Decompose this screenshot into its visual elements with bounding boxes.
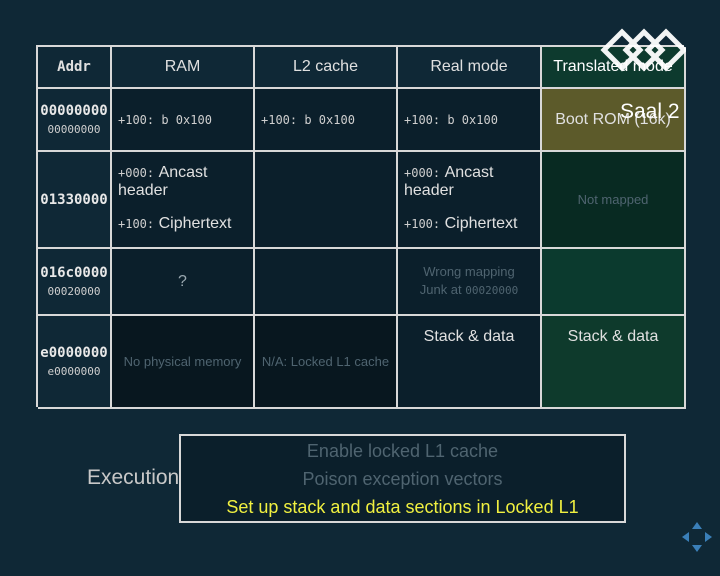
offset: +000: bbox=[118, 166, 155, 180]
ram-line-header: +000: Ancast header bbox=[118, 164, 247, 200]
header-real-mode: Real mode bbox=[398, 47, 542, 89]
header-addr: Addr bbox=[38, 47, 112, 89]
ram-cell-row4: No physical memory bbox=[112, 316, 255, 409]
no-physical-memory-label: No physical memory bbox=[123, 353, 242, 369]
l2-value: +100: b 0x100 bbox=[261, 112, 355, 127]
ram-cell-row2: +000: Ancast header +100: Ciphertext bbox=[112, 152, 255, 249]
offset: +100: bbox=[118, 217, 155, 231]
logo-text: Saal 2 bbox=[620, 100, 680, 123]
real-cell-row1: +100: b 0x100 bbox=[398, 89, 542, 152]
stack-data-label: Stack & data bbox=[423, 328, 515, 345]
execution-step: Poison exception vectors bbox=[302, 468, 503, 489]
unknown-value: ? bbox=[178, 272, 187, 290]
real-value: +100: b 0x100 bbox=[404, 112, 498, 127]
junk-addr: 00020000 bbox=[465, 284, 519, 297]
execution-label: Execution: bbox=[87, 466, 186, 489]
locked-l1-label: N/A: Locked L1 cache bbox=[261, 353, 390, 369]
real-cell-row2: +000: Ancast header +100: Ciphertext bbox=[398, 152, 542, 249]
ram-line-ciphertext: +100: Ciphertext bbox=[118, 215, 232, 233]
l2-cell-row4: N/A: Locked L1 cache bbox=[255, 316, 398, 409]
not-mapped-label: Not mapped bbox=[577, 191, 649, 207]
addr-cell-row2: 01330000 bbox=[38, 152, 112, 249]
real-ciphertext: Ciphertext bbox=[444, 215, 518, 232]
execution-steps-box: Enable locked L1 cache Poison exception … bbox=[179, 434, 626, 523]
execution-step-current: Set up stack and data sections in Locked… bbox=[226, 496, 579, 517]
stack-data-label: Stack & data bbox=[567, 328, 659, 345]
addr-physical: 00000000 bbox=[47, 123, 101, 136]
header-ram: RAM bbox=[112, 47, 255, 89]
real-cell-row4: Stack & data bbox=[398, 316, 542, 409]
real-ancast-header: Ancast header bbox=[404, 164, 494, 199]
junk-text: Junk at bbox=[419, 282, 462, 297]
header-l2-cache: L2 cache bbox=[255, 47, 398, 89]
offset: +000: bbox=[404, 166, 441, 180]
ram-cell-row3: ? bbox=[112, 249, 255, 316]
addr-physical: 00020000 bbox=[47, 285, 101, 298]
boot-rom-label: Boot ROM (16k) bbox=[555, 110, 671, 128]
l2-cell-row2 bbox=[255, 152, 398, 249]
header-translated-mode: Translated mode bbox=[542, 47, 686, 89]
memory-map-table: Addr RAM L2 cache Real mode Translated m… bbox=[36, 45, 686, 409]
offset: +100: bbox=[404, 217, 441, 231]
translated-cell-row4: Stack & data bbox=[542, 316, 686, 409]
translated-cell-row1: Boot ROM (16k) bbox=[542, 89, 686, 152]
conference-logo-icon bbox=[600, 28, 686, 72]
translated-cell-row2: Not mapped bbox=[542, 152, 686, 249]
execution-step: Enable locked L1 cache bbox=[306, 440, 499, 461]
junk-line: Junk at 00020000 bbox=[420, 281, 519, 300]
addr-physical: e0000000 bbox=[47, 365, 101, 378]
addr-virtual: 01330000 bbox=[40, 191, 108, 208]
real-line-header: +000: Ancast header bbox=[404, 164, 534, 200]
addr-virtual: 00000000 bbox=[40, 103, 108, 119]
slide-navigation-icon[interactable] bbox=[680, 520, 714, 554]
addr-cell-row4: e0000000 e0000000 bbox=[38, 316, 112, 409]
real-cell-row3: Wrong mapping Junk at 00020000 bbox=[398, 249, 542, 316]
real-line-ciphertext: +100: Ciphertext bbox=[404, 215, 518, 233]
l2-cell-row3 bbox=[255, 249, 398, 316]
addr-cell-row3: 016c0000 00020000 bbox=[38, 249, 112, 316]
addr-cell-row1: 00000000 00000000 bbox=[38, 89, 112, 152]
wrong-mapping-text: Wrong mapping bbox=[423, 264, 515, 279]
ram-ancast-header: Ancast header bbox=[118, 164, 208, 199]
l2-cell-row1: +100: b 0x100 bbox=[255, 89, 398, 152]
ram-ciphertext: Ciphertext bbox=[158, 215, 232, 232]
addr-virtual: 016c0000 bbox=[40, 265, 108, 281]
ram-value: +100: b 0x100 bbox=[118, 112, 212, 127]
wrong-mapping-note: Wrong mapping Junk at 00020000 bbox=[420, 263, 519, 300]
ram-cell-row1: +100: b 0x100 bbox=[112, 89, 255, 152]
translated-cell-row3 bbox=[542, 249, 686, 316]
addr-virtual: e0000000 bbox=[40, 345, 108, 361]
